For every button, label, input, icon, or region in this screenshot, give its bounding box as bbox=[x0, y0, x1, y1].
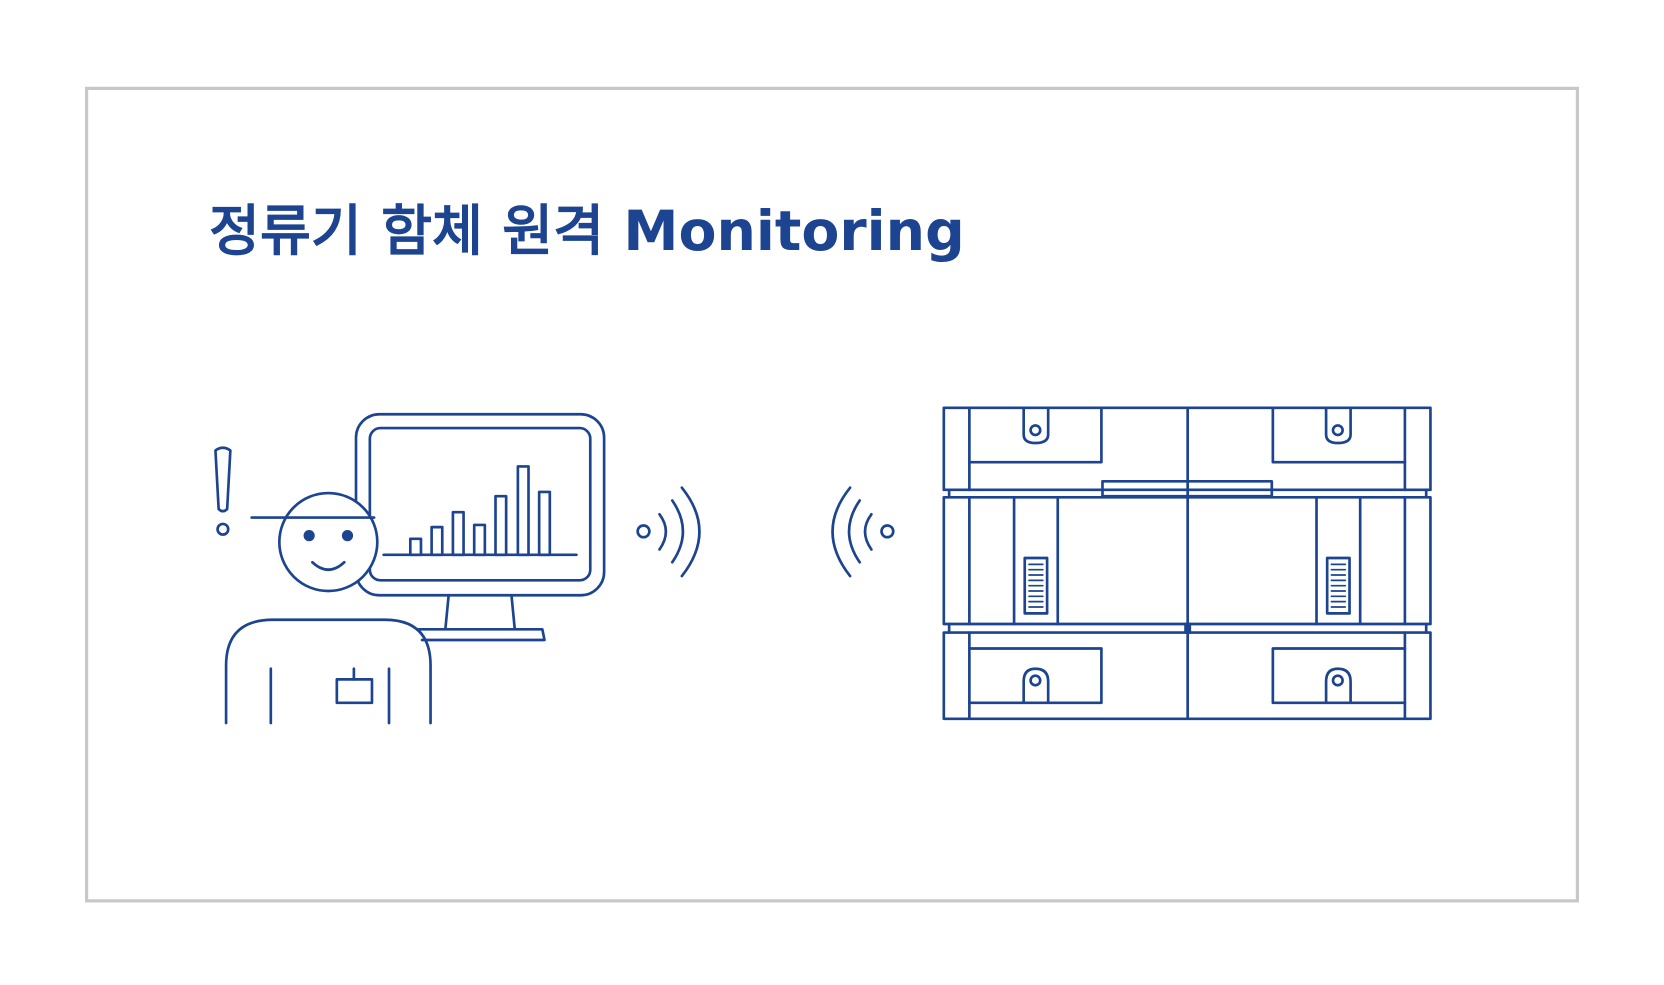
page-title: 정류기 함체 원격 Monitoring bbox=[209, 200, 965, 264]
rectifier-cabinet-icon bbox=[942, 406, 1432, 721]
monitor-chart-icon bbox=[354, 412, 606, 642]
wireless-signal-icon bbox=[636, 486, 701, 578]
alert-icon bbox=[214, 446, 232, 536]
person-icon bbox=[224, 491, 432, 725]
wireless-signal-icon bbox=[831, 486, 895, 578]
